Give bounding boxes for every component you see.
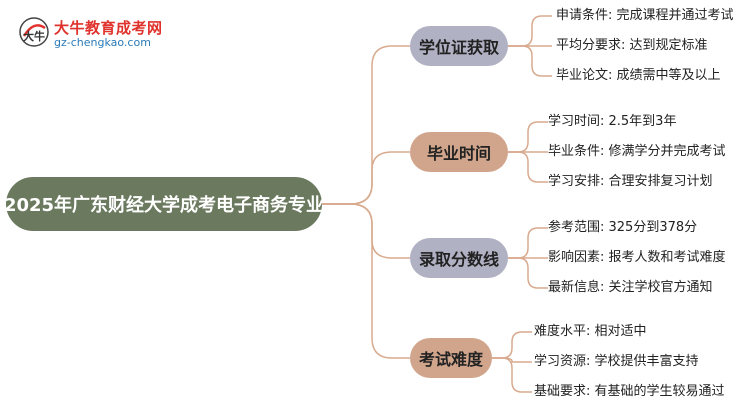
branch-1-leaf-3: 毕业论文: 成绩需中等及以上 — [556, 68, 721, 83]
logo-mark-icon: 大牛 — [19, 17, 49, 47]
branch-node-3[interactable]: 录取分数线 — [410, 238, 508, 278]
branch-node-1[interactable]: 学位证获取 — [410, 26, 508, 66]
connector-b1-l1 — [508, 15, 552, 47]
connector-root-branch-4 — [322, 203, 410, 359]
connector-b2-l3 — [508, 151, 548, 183]
branch-4-leaf-1: 难度水平: 相对适中 — [534, 324, 647, 339]
connector-root-branch-2 — [322, 151, 410, 205]
branch-2-leaf-1: 学习时间: 2.5年到3年 — [548, 114, 677, 129]
site-logo[interactable]: 大牛 大牛教育成考网 gz-chengkao.com — [18, 14, 162, 54]
connector-root-branch-3 — [322, 203, 410, 259]
connector-b1-l3 — [508, 45, 552, 77]
branch-4-leaf-3: 基础要求: 有基础的学生较易通过 — [534, 384, 725, 399]
logo-url: gz-chengkao.com — [54, 36, 151, 49]
branch-node-4[interactable]: 考试难度 — [410, 338, 492, 378]
branch-1-leaf-2: 平均分要求: 达到规定标准 — [556, 38, 708, 53]
connector-b4-l3 — [492, 357, 532, 393]
branch-2-leaf-2: 毕业条件: 修满学分并完成考试 — [548, 144, 726, 159]
branch-4-leaf-2: 学习资源: 学校提供丰富支持 — [534, 354, 699, 369]
connector-b3-l3 — [508, 257, 548, 289]
connector-b3-l1 — [508, 227, 548, 259]
logo-mark-text: 大牛 — [23, 29, 45, 43]
connector-b4-l1 — [492, 331, 532, 359]
connector-root-branch-1 — [322, 45, 410, 205]
branch-3-leaf-3: 最新信息: 关注学校官方通知 — [548, 280, 713, 295]
branch-2-leaf-3: 学习安排: 合理安排复习计划 — [548, 174, 713, 189]
branch-3-leaf-1: 参考范围: 325分到378分 — [548, 220, 698, 235]
root-node[interactable]: 2025年广东财经大学成考电子商务专业 — [4, 177, 324, 231]
connector-b2-l1 — [508, 121, 548, 153]
branch-1-leaf-1: 申请条件: 完成课程并通过考试 — [556, 8, 734, 23]
branch-3-leaf-2: 影响因素: 报考人数和考试难度 — [548, 250, 726, 265]
logo-name: 大牛教育成考网 — [54, 19, 163, 37]
branch-node-2[interactable]: 毕业时间 — [410, 132, 508, 172]
